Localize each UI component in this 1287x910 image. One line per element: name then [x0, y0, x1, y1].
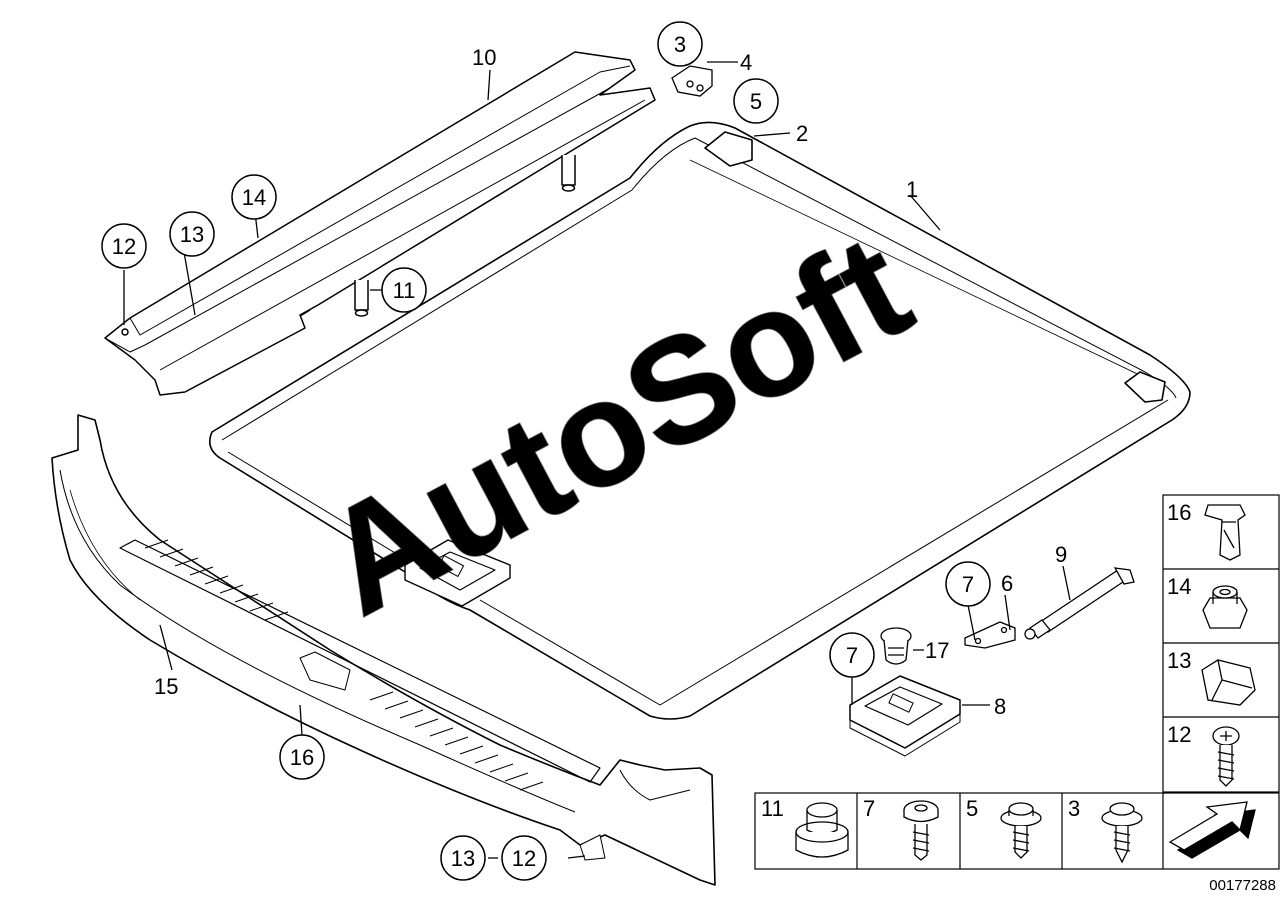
- callout-14: 14: [242, 185, 266, 210]
- clip-icon: [1204, 504, 1246, 561]
- bottom-legend-11: 11: [761, 796, 784, 821]
- callout-leader-lines: [123, 61, 1071, 859]
- callout-11: 11: [393, 278, 416, 303]
- bottom-legend-5: 5: [966, 796, 978, 821]
- torx-screw-icon: [903, 800, 939, 861]
- callout-13-lower: 13: [451, 846, 475, 871]
- bottom-legend-7: 7: [863, 796, 875, 821]
- floor-panel-part-1: [209, 121, 1191, 720]
- callout-8: 8: [994, 694, 1006, 719]
- nut-icon: [1202, 585, 1248, 629]
- gas-strut-part-9: [1024, 567, 1135, 640]
- self-tapping-screw-icon: [1101, 802, 1143, 864]
- rubber-buffer-icon: [795, 802, 849, 858]
- bracket-part-4: [671, 65, 713, 97]
- corner-pad-part-2: [704, 131, 753, 167]
- callouts: 3 4 5 2 1 10 14 13 12 11 15 16 13 12 7 6…: [101, 21, 1067, 881]
- callout-15: 15: [154, 674, 178, 699]
- side-legend-16: 16: [1167, 500, 1191, 525]
- callout-12-lower: 12: [512, 846, 536, 871]
- callout-5: 5: [750, 89, 762, 114]
- bracket-part-6: [964, 621, 1016, 649]
- side-legend-13: 13: [1167, 648, 1191, 673]
- drawing-number: 00177288: [1209, 877, 1276, 894]
- bottom-legend-labels: 11 7 5 3: [761, 796, 1080, 821]
- callout-3: 3: [674, 32, 686, 57]
- callout-10: 10: [472, 45, 496, 70]
- arrow-icon: [1168, 801, 1256, 859]
- callout-7-lower: 7: [846, 643, 858, 668]
- callout-1: 1: [906, 177, 918, 202]
- callout-16: 16: [290, 745, 314, 770]
- flange-screw-icon: [1000, 802, 1042, 859]
- callout-6: 6: [1001, 571, 1013, 596]
- side-legend-12: 12: [1167, 722, 1191, 747]
- callout-4: 4: [740, 50, 752, 75]
- rivet-part-17: [880, 627, 912, 665]
- handle-part-8: [849, 675, 961, 757]
- callout-9: 9: [1055, 542, 1067, 567]
- callout-12: 12: [112, 234, 136, 259]
- loading-sill-trim-part-15: [51, 414, 716, 886]
- screw-icon: [1212, 726, 1240, 787]
- cover-strip-part-10: [104, 51, 656, 396]
- callout-2: 2: [796, 121, 808, 146]
- bottom-legend-3: 3: [1068, 796, 1080, 821]
- sill-trim-ribs: [144, 539, 544, 791]
- callout-7-upper: 7: [962, 572, 974, 597]
- clip-nut-icon: [1201, 659, 1256, 706]
- side-legend-14: 14: [1167, 574, 1191, 599]
- callout-17: 17: [925, 638, 949, 663]
- callout-13: 13: [180, 222, 204, 247]
- side-legend-labels: 16 14 13 12: [1167, 500, 1191, 747]
